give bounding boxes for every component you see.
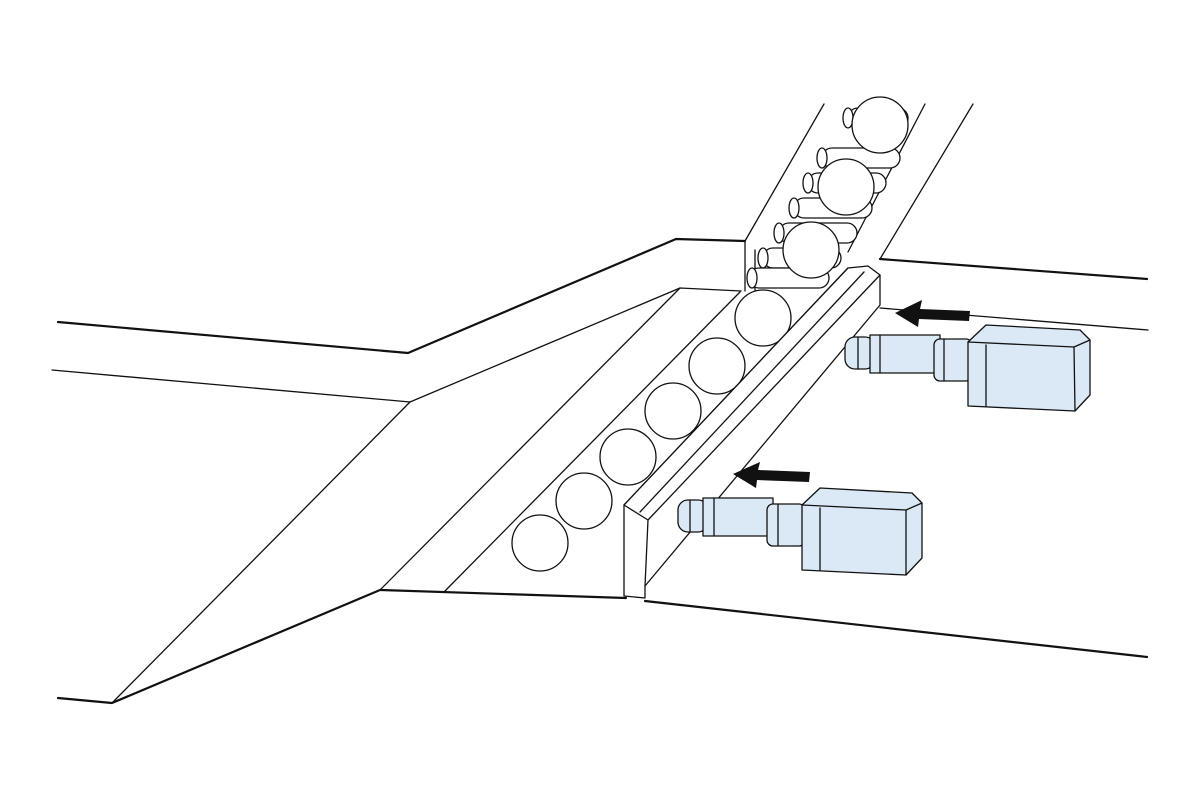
platform-back-edge-right <box>878 257 1149 281</box>
incoming-chute <box>744 96 974 292</box>
chute-ball <box>817 158 875 216</box>
chute-ball <box>851 96 909 154</box>
push-arrow-icon <box>895 300 970 327</box>
platform-slope-right <box>379 287 681 591</box>
lower-actuator <box>677 487 923 576</box>
platform-top-rear-edge <box>51 287 742 403</box>
pusher-plate-inner-edge <box>644 519 649 587</box>
pusher-plate-top-ridge <box>639 271 865 513</box>
trough <box>443 291 741 593</box>
chute-balls <box>782 96 909 279</box>
upper-actuator <box>844 324 1091 412</box>
trough-back-wall <box>443 291 741 593</box>
chute-right-rail <box>879 103 974 260</box>
trough-ball <box>555 472 613 530</box>
chute-left-rail <box>744 103 825 292</box>
chute-ball <box>782 221 840 279</box>
platform-front-edge <box>56 588 628 705</box>
platform <box>51 237 1149 705</box>
trough-ball <box>599 428 657 486</box>
trough-ball <box>688 337 746 395</box>
trough-balls <box>511 289 792 572</box>
push-arrow-icon <box>733 462 810 488</box>
trough-ball <box>511 514 569 572</box>
trough-ball <box>734 289 792 347</box>
pusher-plate-top-face <box>623 265 881 521</box>
trough-ball <box>644 382 702 440</box>
platform-back-edge <box>56 237 747 355</box>
platform-slope-left <box>111 401 411 704</box>
platform-front-edge-right <box>643 599 1149 659</box>
chute-inner-right-rail <box>847 103 926 253</box>
